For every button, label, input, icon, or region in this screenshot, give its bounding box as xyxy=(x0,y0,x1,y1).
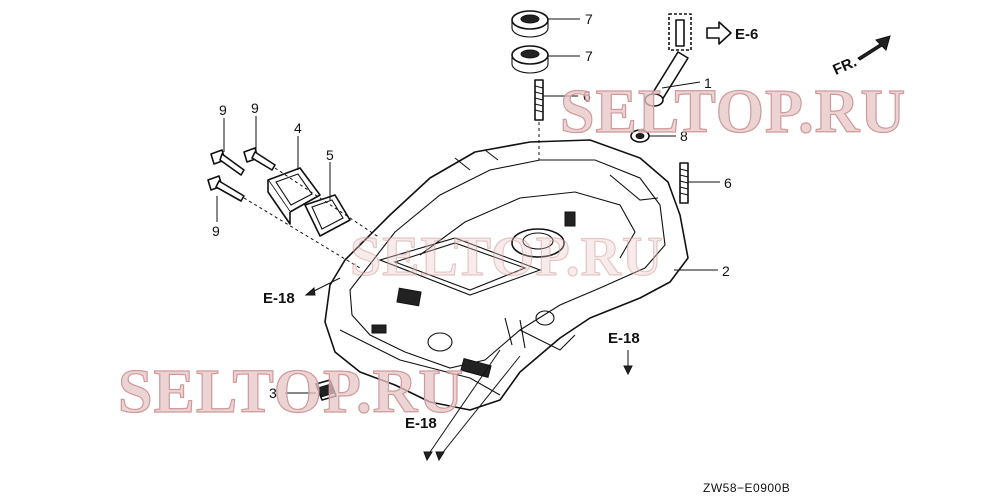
oil-pipe-part xyxy=(644,13,692,107)
callout-7-upper: 7 xyxy=(585,11,593,27)
callout-3: 3 xyxy=(269,385,277,401)
callout-9-a: 9 xyxy=(219,102,227,118)
callout-2: 2 xyxy=(722,263,730,279)
cover-part xyxy=(267,167,321,225)
front-direction-marker: FR. xyxy=(830,35,891,79)
oil-seal-part-lower xyxy=(511,45,549,74)
leader-lines xyxy=(216,18,720,394)
stud-bolt-part-center xyxy=(534,79,544,160)
watermark-bottom: SELTOP.RU xyxy=(118,358,464,426)
reference-e18-left: E-18 xyxy=(263,290,295,307)
grommet-part xyxy=(315,379,337,401)
callout-9-c: 9 xyxy=(212,223,220,239)
drawing-code: ZW58−E0900B xyxy=(703,481,790,495)
callout-8: 8 xyxy=(680,128,688,144)
front-label: FR. xyxy=(830,53,859,78)
bolt-part-b xyxy=(243,147,276,171)
bolt-part-a xyxy=(210,149,245,176)
callout-5: 5 xyxy=(326,147,334,163)
reference-e18-right: E-18 xyxy=(608,330,640,347)
main-case-part xyxy=(324,139,689,411)
watermark-middle: SELTOP.RU xyxy=(350,226,664,288)
callout-1: 1 xyxy=(704,75,712,91)
reference-e18-bottom: E-18 xyxy=(405,415,437,432)
stud-bolt-part-right xyxy=(679,162,689,204)
watermark-top: SELTOP.RU xyxy=(560,78,906,146)
gasket-part xyxy=(304,194,351,237)
reference-arrows xyxy=(304,21,732,462)
oil-seal-part-upper xyxy=(511,10,549,38)
callout-6-right: 6 xyxy=(724,175,732,191)
reference-e6: E-6 xyxy=(735,26,758,43)
callout-9-b: 9 xyxy=(251,100,259,116)
callout-7-lower: 7 xyxy=(585,48,593,64)
callout-6-center: 6 xyxy=(583,88,591,104)
bolt-part-c xyxy=(207,175,245,202)
callout-4: 4 xyxy=(294,120,302,136)
